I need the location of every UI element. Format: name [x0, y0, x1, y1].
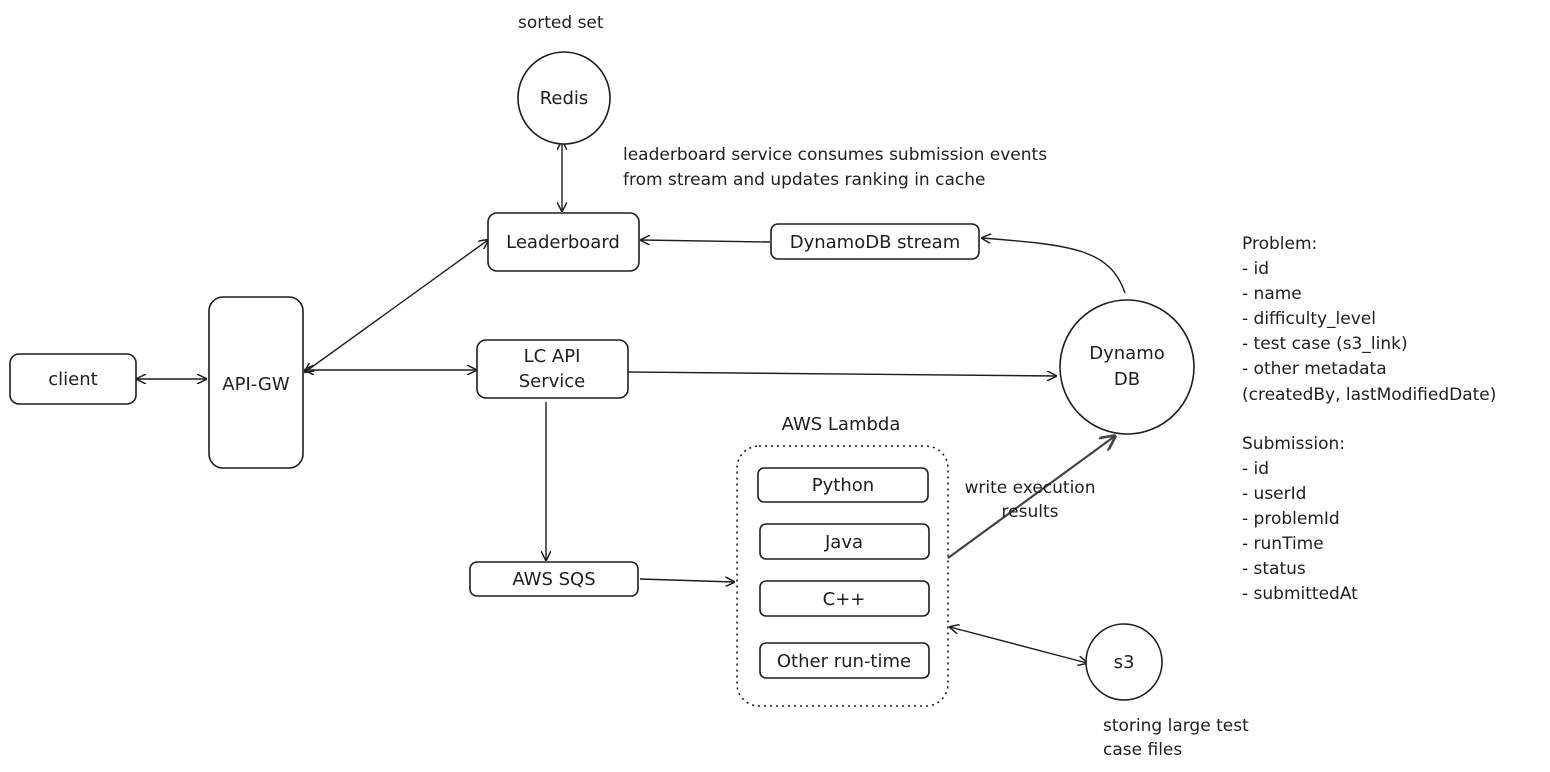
edge-sqs-lambda — [639, 579, 734, 582]
dynamodb-node[interactable]: Dynamo DB — [1059, 299, 1195, 435]
edge-stream-leaderboard — [641, 240, 771, 242]
submission-schema-line: - status — [1242, 559, 1306, 579]
edge-lambda-dynamo — [947, 436, 1115, 559]
aws-lambda-container — [736, 445, 949, 707]
problem-schema-line: Problem: — [1242, 234, 1317, 254]
problem-schema-line: - id — [1242, 259, 1269, 279]
s3-note-line2: case files — [1103, 740, 1182, 760]
redis-label: Redis — [540, 88, 589, 109]
aws-sqs-node[interactable]: AWS SQS — [469, 561, 639, 597]
cpp-label: C++ — [823, 589, 866, 610]
problem-schema-line: - test case (s3_link) — [1242, 334, 1408, 354]
lc-api-label-line1: LC API — [524, 346, 581, 367]
submission-schema-line: - runTime — [1242, 534, 1324, 554]
write-results-note-line1: write execution — [965, 478, 1096, 498]
aws-sqs-label: AWS SQS — [512, 569, 595, 590]
problem-schema-line: - other metadata — [1242, 359, 1387, 379]
problem-schema-line: - difficulty_level — [1242, 309, 1376, 329]
runtime-cpp[interactable]: C++ — [759, 580, 930, 617]
runtime-java[interactable]: Java — [759, 523, 930, 560]
problem-schema-line: (createdBy, lastModifiedDate) — [1242, 385, 1496, 405]
leaderboard-label: Leaderboard — [506, 232, 620, 253]
python-label: Python — [812, 475, 874, 496]
sorted-set-note: sorted set — [518, 13, 604, 33]
submission-schema-line: - problemId — [1242, 509, 1340, 529]
runtime-other[interactable]: Other run-time — [759, 642, 930, 679]
runtime-python[interactable]: Python — [757, 467, 929, 503]
lc-api-service-node[interactable]: LC API Service — [476, 339, 629, 399]
client-node[interactable]: client — [9, 353, 137, 405]
edge-dynamo-stream — [982, 238, 1126, 294]
submission-schema-line: - submittedAt — [1242, 584, 1358, 604]
edges — [137, 141, 1126, 663]
submission-schema-line: - userId — [1242, 484, 1306, 504]
java-label: Java — [824, 532, 863, 553]
dynamodb-stream-label: DynamoDB stream — [790, 232, 961, 253]
other-runtime-label: Other run-time — [777, 651, 911, 672]
redis-node[interactable]: Redis — [517, 51, 611, 145]
leaderboard-node[interactable]: Leaderboard — [487, 212, 640, 272]
api-gw-node[interactable]: API-GW — [208, 296, 304, 469]
s3-node[interactable]: s3 — [1085, 623, 1163, 701]
lc-api-label-line2: Service — [519, 371, 586, 392]
dynamodb-label-line2: DB — [1114, 369, 1140, 390]
s3-label: s3 — [1114, 652, 1135, 673]
dynamodb-stream-node[interactable]: DynamoDB stream — [770, 223, 980, 260]
problem-schema: Problem: - id - name - difficulty_level … — [1242, 234, 1496, 405]
api-gw-label: API-GW — [222, 374, 290, 395]
submission-schema: Submission: - id - userId - problemId - … — [1242, 434, 1358, 604]
leaderboard-note-line2: from stream and updates ranking in cache — [623, 170, 985, 190]
aws-lambda-title: AWS Lambda — [782, 414, 901, 435]
edge-apigw-leaderboard — [305, 240, 488, 372]
edge-lcapi-dynamo — [627, 372, 1056, 376]
edge-lambda-s3 — [950, 627, 1087, 663]
s3-note-line1: storing large test — [1103, 716, 1249, 736]
client-label: client — [48, 369, 97, 390]
write-results-note-line2: results — [1002, 502, 1059, 522]
dynamodb-label-line1: Dynamo — [1089, 343, 1165, 364]
problem-schema-line: - name — [1242, 284, 1302, 304]
submission-schema-line: - id — [1242, 459, 1269, 479]
leaderboard-note-line1: leaderboard service consumes submission … — [623, 145, 1047, 165]
submission-schema-line: Submission: — [1242, 434, 1345, 454]
